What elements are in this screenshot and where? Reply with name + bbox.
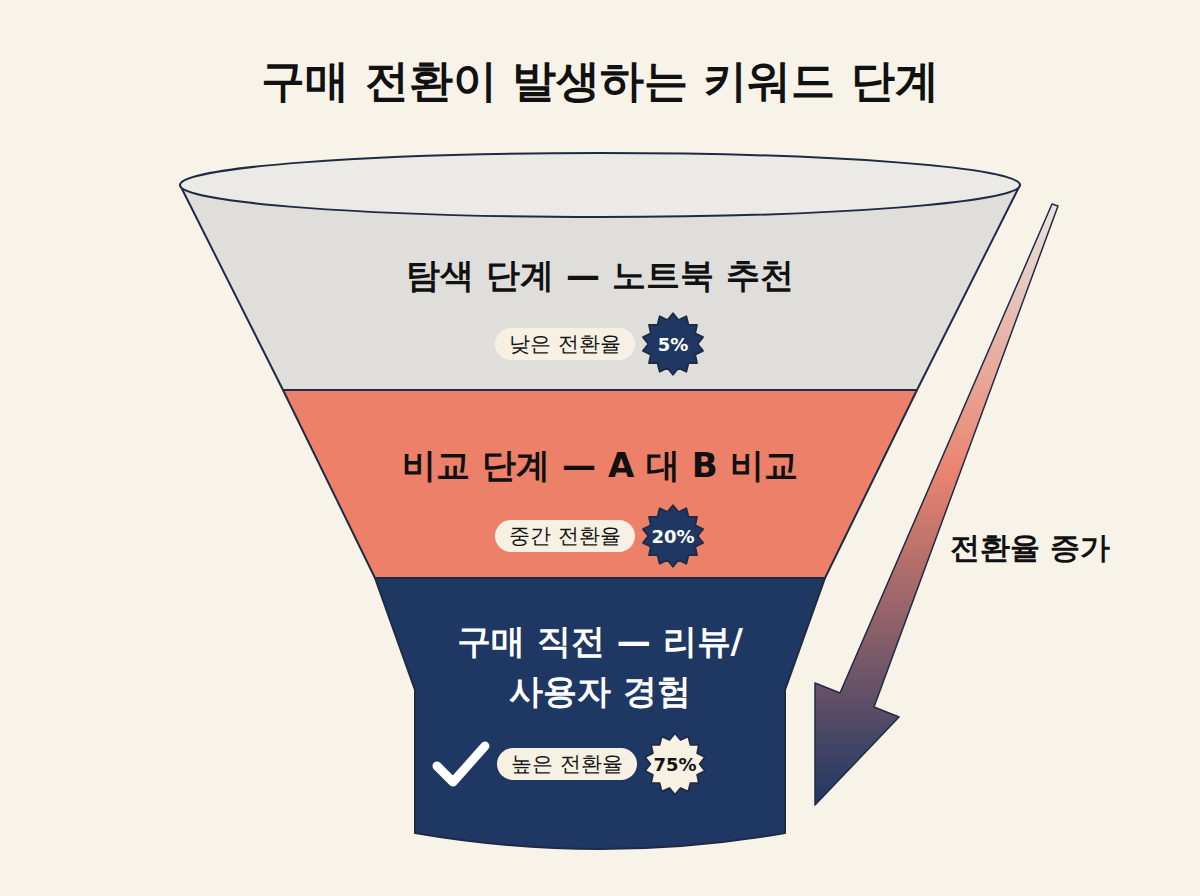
band-heading: 구매 직전 — 리뷰/사용자 경험 <box>430 616 770 716</box>
rate-badge: 20% <box>641 504 705 568</box>
axis-label: 전환율 증가 <box>950 528 1110 569</box>
badge-text: 20% <box>641 504 705 568</box>
rate-pill: 낮은 전환율 <box>495 328 635 360</box>
band-heading: 비교 단계 — A 대 B 비교 <box>343 440 857 490</box>
band-shape <box>375 578 825 849</box>
rate-badge: 75% <box>643 732 707 796</box>
funnel-band: 탐색 단계 — 노트북 추천낮은 전환율5% <box>180 150 1020 390</box>
funnel-rim <box>180 153 1020 217</box>
funnel-band: 비교 단계 — A 대 B 비교중간 전환율20% <box>283 390 917 578</box>
pill-text: 중간 전환율 <box>495 520 635 552</box>
band-shape <box>283 390 917 578</box>
rate-pill: 중간 전환율 <box>495 520 635 552</box>
check-mark <box>431 736 491 796</box>
badge-text: 75% <box>643 732 707 796</box>
pill-text: 높은 전환율 <box>497 748 637 780</box>
band-heading: 탐색 단계 — 노트북 추천 <box>300 250 900 300</box>
funnel-band: 구매 직전 — 리뷰/사용자 경험높은 전환율75% <box>375 578 825 853</box>
rate-pill: 높은 전환율 <box>497 748 637 780</box>
pill-text: 낮은 전환율 <box>495 328 635 360</box>
badge-text: 5% <box>641 312 705 376</box>
diagram-title: 구매 전환이 발생하는 키워드 단계 <box>0 52 1200 111</box>
rate-badge: 5% <box>641 312 705 376</box>
